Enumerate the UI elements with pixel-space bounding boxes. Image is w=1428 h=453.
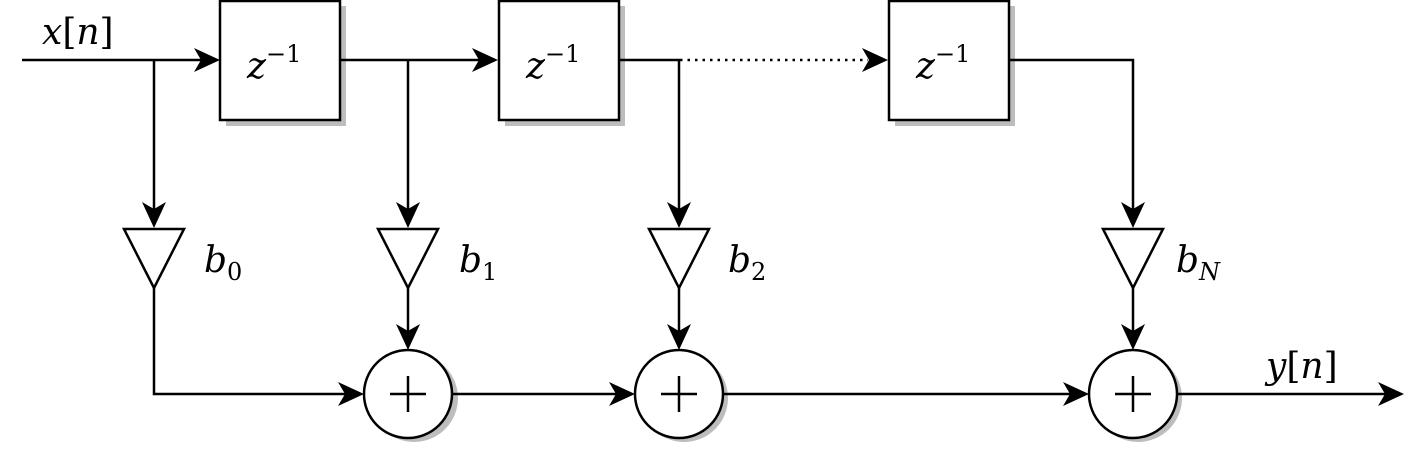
arrow-into-bN bbox=[1121, 202, 1145, 228]
adder-2 bbox=[633, 348, 725, 440]
gain-bN bbox=[1100, 227, 1166, 291]
arrow-into-adder-1-left bbox=[338, 382, 364, 406]
coefficient-label-b2: b2 bbox=[728, 240, 766, 286]
delay-block-3 bbox=[887, 0, 1011, 122]
coefficient-label-bN: bN bbox=[1176, 240, 1221, 286]
delay-block-2 bbox=[497, 0, 621, 122]
gain-b1 bbox=[375, 227, 441, 291]
delay-label-2: z−1 bbox=[525, 40, 580, 87]
delay-block-1 bbox=[218, 0, 342, 122]
delay-label-3: z−1 bbox=[915, 40, 970, 87]
arrow-into-adder-2-left bbox=[609, 382, 635, 406]
b0-output-wire bbox=[152, 288, 346, 396]
arrow-into-adder-3-left bbox=[1063, 382, 1089, 406]
arrow-into-adder-2-top bbox=[667, 324, 691, 350]
adder-1 bbox=[362, 348, 454, 440]
wire-delay3-out bbox=[1008, 58, 1135, 212]
gain-b2 bbox=[646, 227, 712, 291]
arrow-into-delay-2 bbox=[472, 48, 498, 72]
output-arrow bbox=[1378, 382, 1404, 406]
arrow-into-b2 bbox=[667, 202, 691, 228]
arrow-into-delay-3 bbox=[862, 48, 888, 72]
coefficient-label-b1: b1 bbox=[459, 240, 497, 286]
arrow-into-b1 bbox=[396, 202, 420, 228]
arrow-into-adder-1-top bbox=[396, 324, 420, 350]
arrow-into-adder-3-top bbox=[1121, 324, 1145, 350]
delay-label-1: z−1 bbox=[246, 40, 301, 87]
gain-b0 bbox=[121, 227, 187, 291]
output-label: y[n] bbox=[1264, 346, 1338, 387]
adder-3 bbox=[1087, 348, 1179, 440]
arrow-into-b0 bbox=[142, 202, 166, 228]
arrow-into-delay-1 bbox=[194, 48, 220, 72]
input-label: x[n] bbox=[42, 12, 114, 53]
coefficient-label-b0: b0 bbox=[204, 240, 242, 286]
